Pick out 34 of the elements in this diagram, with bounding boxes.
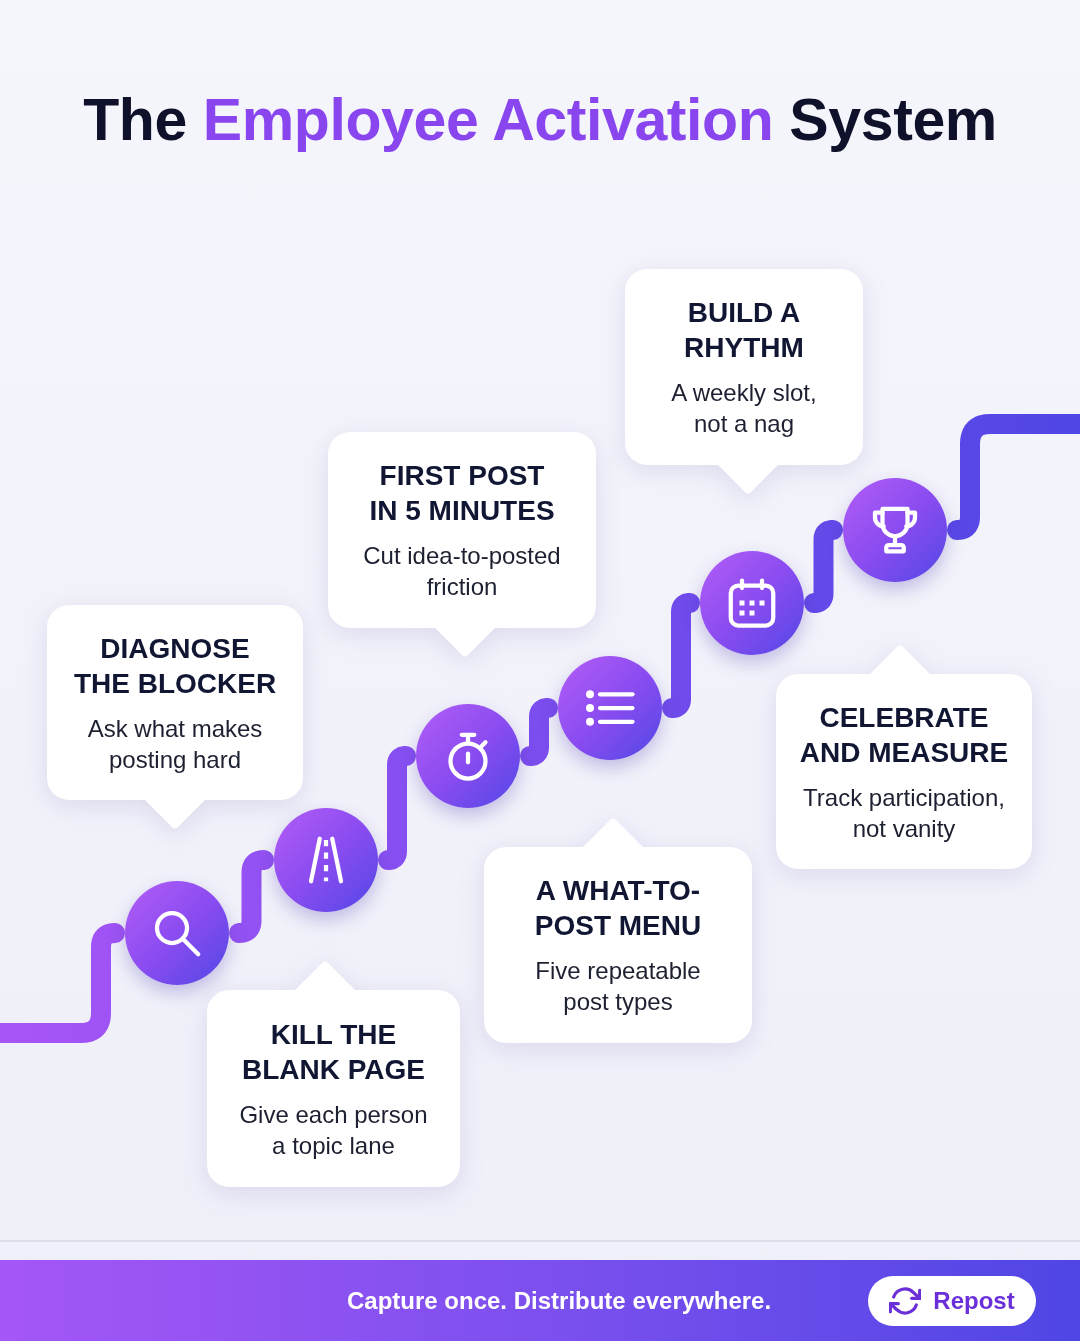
winding-path-line — [662, 593, 700, 718]
callout-bubble — [47, 605, 303, 830]
winding-path-line — [947, 414, 1080, 540]
step-description: Cut idea-to-posted friction — [362, 541, 562, 602]
winding-path-line — [804, 520, 843, 613]
step-heading: KILL THE BLANK PAGE — [240, 1017, 426, 1087]
step-description: Five repeatable post types — [534, 956, 702, 1017]
step-heading: BUILD A RHYTHM — [683, 296, 805, 365]
step-circle — [700, 551, 804, 655]
step-circle — [843, 478, 947, 582]
callout-bubble — [776, 644, 1032, 869]
title: The Employee Activation System — [83, 86, 997, 155]
step-circle — [274, 808, 378, 912]
callout-bubble — [328, 432, 596, 658]
step-heading: FIRST POST IN 5 MINUTES — [368, 459, 556, 528]
step-heading: DIAGNOSE THE BLOCKER — [72, 631, 278, 701]
step-circle — [416, 704, 520, 808]
repost-button: Repost — [868, 1276, 1036, 1326]
step-circle — [558, 656, 662, 760]
step-heading: CELEBRATE AND MEASURE — [798, 700, 1010, 770]
callout-bubble — [207, 960, 460, 1187]
winding-path-line — [229, 850, 274, 943]
winding-path-line — [0, 923, 125, 1043]
step-description: A weekly slot, not a nag — [670, 378, 818, 439]
callout-bubble — [625, 269, 863, 495]
step-description: Give each person a topic lane — [238, 1099, 429, 1161]
winding-path-line — [378, 746, 416, 870]
winding-path-line — [520, 698, 558, 766]
step-heading: A WHAT-TO-POST MENU — [533, 874, 703, 943]
step-description: Ask what makes posting hard — [86, 713, 264, 775]
callout-bubble — [484, 817, 752, 1043]
step-circle — [125, 881, 229, 985]
tagline: Capture once. Distribute everywhere. — [347, 1286, 772, 1316]
step-description: Track participation, not vanity — [802, 782, 1006, 844]
